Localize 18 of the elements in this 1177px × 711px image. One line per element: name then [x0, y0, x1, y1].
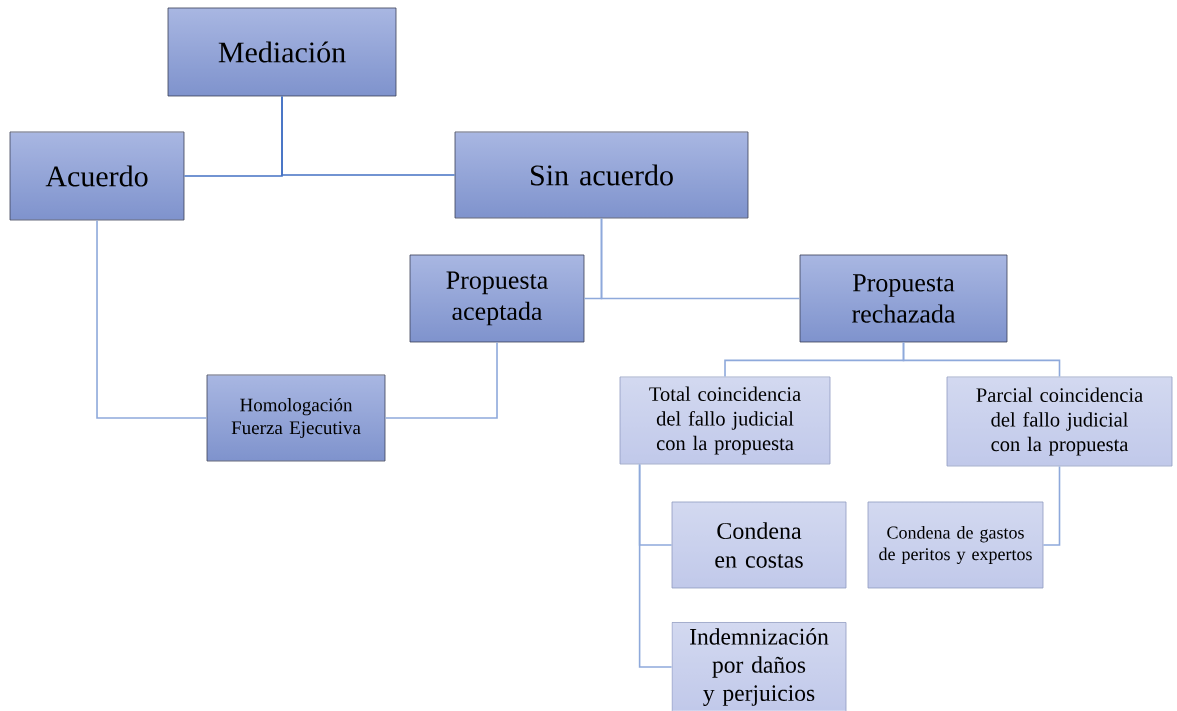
- process-box: Total coincidencia del fallo judicial con la propuesta: [619, 376, 831, 465]
- connector-line: [1042, 465, 1061, 546]
- process-box: Sin acuerdo: [454, 131, 749, 219]
- process-box: Parcial coincidencia del fallo judicial con la propuesta: [946, 376, 1173, 467]
- process-box: Homologación Fuerza Ejecutiva: [206, 374, 386, 462]
- process-box: Acuerdo: [9, 131, 185, 221]
- process-box: Indemnización por daños y perjuicios: [671, 622, 847, 711]
- process-box: Condena en costas: [671, 501, 847, 589]
- process-box: Condena de gastos de peritos y expertos: [867, 501, 1044, 589]
- process-box: Propuesta rechazada: [799, 254, 1008, 343]
- process-box: Mediación: [167, 7, 397, 97]
- connector-line: [638, 463, 673, 668]
- connector-line: [96, 219, 208, 419]
- process-box: Propuesta aceptada: [409, 254, 585, 343]
- connector-line: [600, 217, 801, 300]
- connector-line: [281, 95, 456, 176]
- connector-line: [902, 341, 1061, 378]
- connector-line: [384, 341, 498, 419]
